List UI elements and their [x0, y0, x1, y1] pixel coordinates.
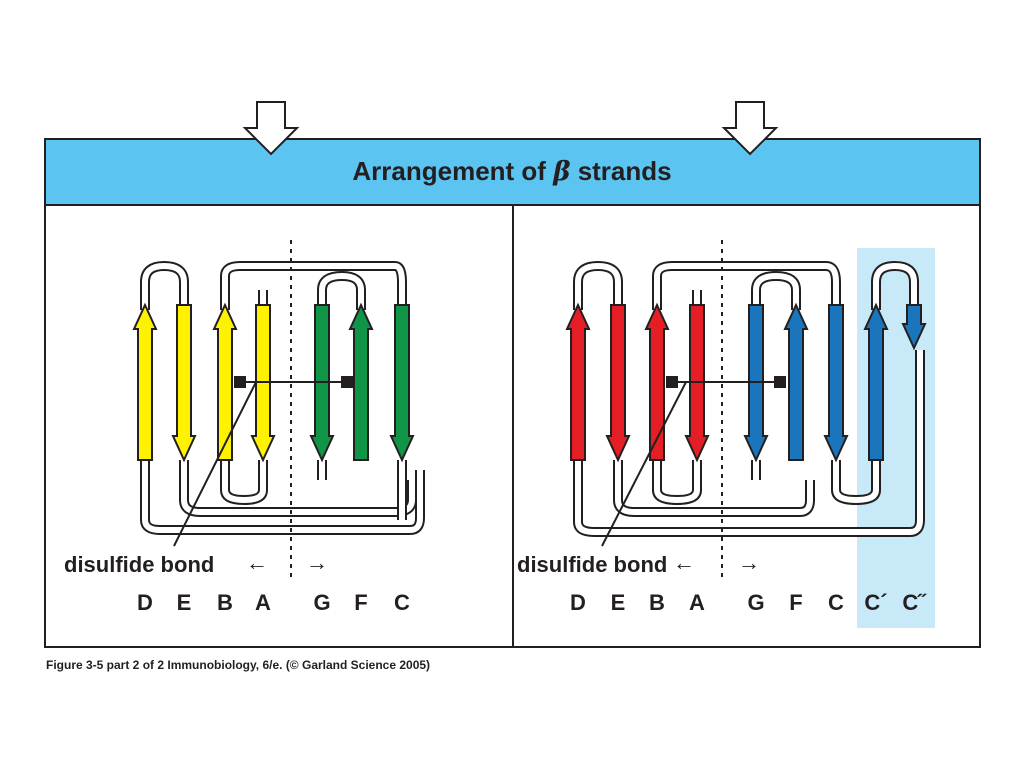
r-loop-b-a-fill: [654, 460, 700, 503]
svg-text:C˝: C˝: [902, 590, 927, 615]
svg-text:D: D: [137, 590, 153, 615]
strand-e-left: [171, 304, 197, 463]
left-disulfide: [173, 376, 353, 547]
svg-text:F: F: [789, 590, 802, 615]
svg-text:C: C: [394, 590, 410, 615]
title-banner: [44, 138, 981, 206]
svg-text:F: F: [354, 590, 367, 615]
left-strand-labels: D E B A G F C: [137, 590, 410, 615]
svg-text:C: C: [828, 590, 844, 615]
strand-d-right: [565, 302, 591, 461]
r-loop-g-f-fill: [753, 273, 799, 310]
loop-b-a-fill: [222, 460, 266, 503]
figure-caption: Figure 3-5 part 2 of 2 Immunobiology, 6/…: [46, 658, 431, 672]
svg-text:A: A: [255, 590, 271, 615]
svg-text:E: E: [177, 590, 192, 615]
loop-e-f-bottom-fill: [181, 460, 415, 515]
right-disulfide: [601, 376, 786, 547]
strand-cdoubleprime-right: [901, 304, 927, 351]
r-loop-e-f-bottom-fill: [615, 460, 813, 515]
r-loop-b-c-top-fill: [654, 263, 839, 310]
loop-g-f-fill: [319, 273, 364, 310]
strand-f-left: [348, 302, 374, 461]
svg-text:D: D: [570, 590, 586, 615]
banner-title: Arrangement of β strands: [352, 156, 671, 187]
left-bond-label: disulfide bond: [64, 552, 214, 577]
r-loop-d-bottom-fill: [575, 350, 923, 535]
strand-d-left: [132, 302, 158, 461]
right-strand-labels: D E B A G F C C´ C˝: [570, 590, 927, 615]
beta-strands: [132, 302, 927, 463]
down-arrow-icon: [242, 101, 300, 156]
svg-text:G: G: [313, 590, 330, 615]
svg-text:E: E: [611, 590, 626, 615]
svg-text:A: A: [689, 590, 705, 615]
right-left-direction-arrow: ←: [673, 550, 695, 575]
right-bond-label: disulfide bond: [517, 552, 667, 577]
strand-f-right: [783, 302, 809, 461]
right-right-direction-arrow: →: [738, 550, 760, 575]
strand-b-left: [212, 302, 238, 461]
strand-cprime-right: [863, 302, 889, 461]
r-loop-cprime-cdouble-fill: [873, 263, 917, 310]
strand-b-right: [644, 302, 670, 461]
right-direction-arrow: →: [306, 550, 328, 575]
loop-d-e-fill: [142, 263, 187, 310]
svg-text:B: B: [649, 590, 665, 615]
loop-b-c-top-fill: [222, 263, 405, 310]
left-direction-arrow: ←: [246, 550, 268, 575]
r-loop-c-cprime-fill: [833, 460, 879, 503]
svg-text:G: G: [747, 590, 764, 615]
r-loop-d-e-fill: [575, 263, 621, 310]
strand-connections: [140, 261, 925, 537]
loop-d-c-bottom-fill: [142, 460, 423, 533]
strand-c-right: [823, 304, 849, 463]
strand-c-left: [389, 304, 415, 463]
down-arrow-icon: [721, 101, 779, 156]
strand-e-right: [605, 304, 631, 463]
svg-text:B: B: [217, 590, 233, 615]
svg-text:C´: C´: [864, 590, 887, 615]
